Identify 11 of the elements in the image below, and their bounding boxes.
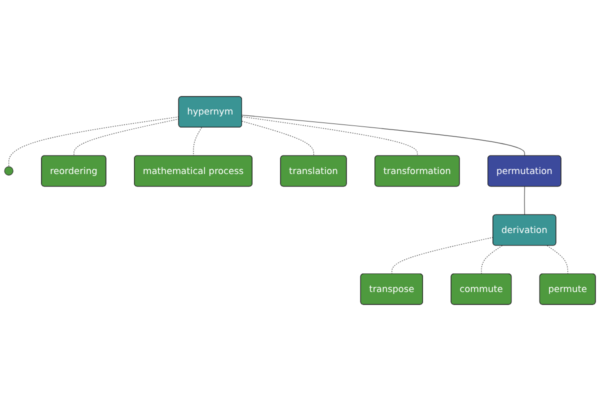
connector (8, 116, 180, 166)
connector (74, 118, 180, 156)
connector (546, 244, 568, 274)
connector (481, 244, 503, 274)
node-circle (4, 166, 14, 175)
connector (242, 114, 525, 156)
connector (242, 116, 418, 156)
connector (524, 186, 525, 215)
connector (242, 120, 314, 156)
connector (392, 236, 494, 274)
connector (193, 126, 202, 156)
